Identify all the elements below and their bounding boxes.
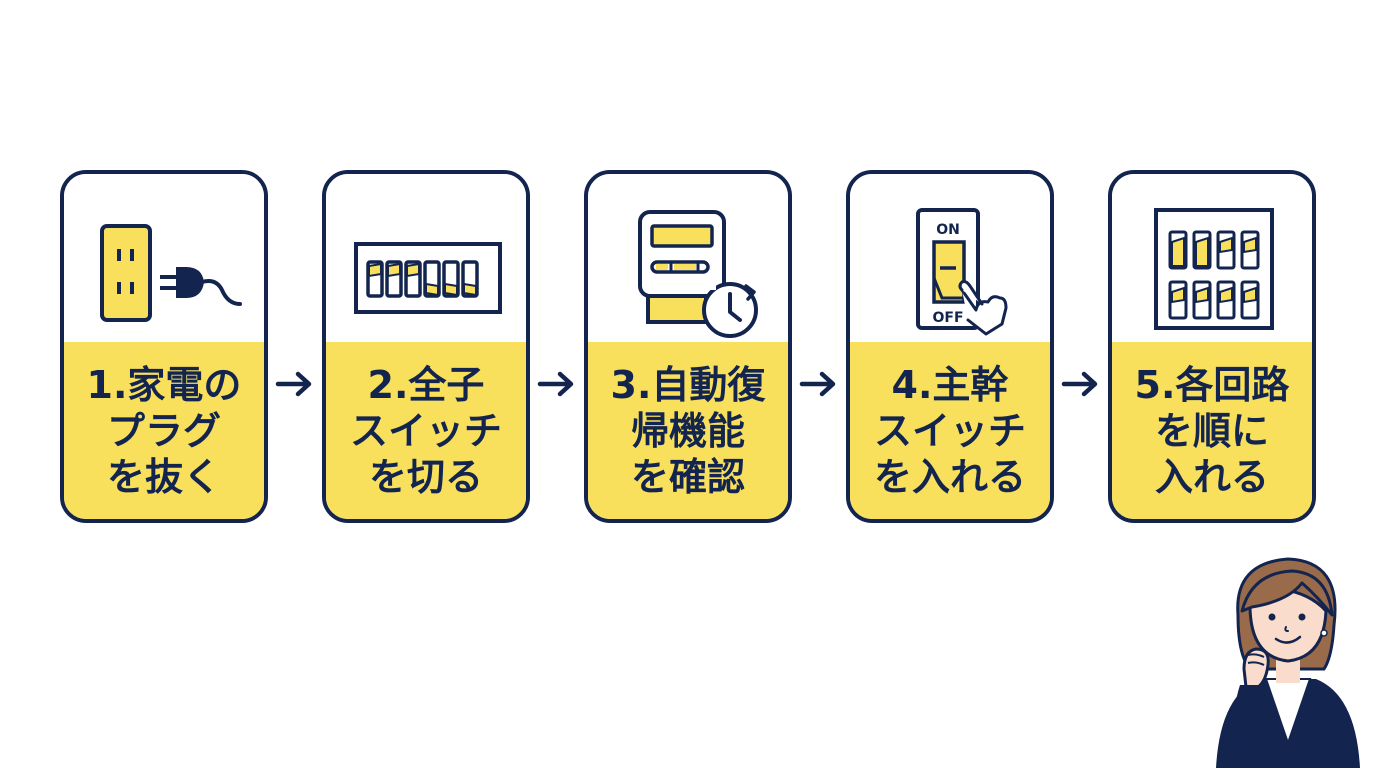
step-4-line-2: スイッチ — [873, 408, 1026, 453]
off-label: OFF — [932, 310, 963, 326]
arrow-right-icon — [537, 371, 574, 397]
step-1-line-1: 1.家電の — [86, 362, 242, 407]
step-5-line-2: を順に — [1154, 408, 1269, 453]
arrow-right-icon — [275, 371, 312, 397]
step-2-line-3: を切る — [368, 454, 483, 499]
step-3-line-1: 3.自動復 — [610, 362, 766, 407]
step-card-4-illustration-area: ON OFF — [850, 174, 1050, 342]
step-card-1-illustration-area — [64, 174, 264, 342]
step-3-line-2: 帰機能 — [630, 408, 745, 453]
step-4-line-3: を入れる — [873, 454, 1026, 499]
step-card-3-label: 3.自動復 帰機能 を確認 — [588, 342, 788, 519]
step-5-line-1: 5.各回路 — [1134, 362, 1290, 407]
step-card-5-label: 5.各回路 を順に 入れる — [1112, 342, 1312, 519]
arrow-right-icon — [1061, 371, 1098, 397]
main-switch-on-hand-icon: ON OFF — [916, 208, 1008, 336]
on-label: ON — [936, 222, 960, 238]
step-card-4-label: 4.主幹 スイッチ を入れる — [850, 342, 1050, 519]
step-1-line-3: を抜く — [106, 454, 221, 499]
step-card-2-label: 2.全子 スイッチ を切る — [326, 342, 526, 519]
step-card-5: 5.各回路 を順に 入れる — [1108, 170, 1316, 523]
step-5-line-3: 入れる — [1154, 454, 1269, 499]
arrow-right-icon — [799, 371, 836, 397]
step-2-line-2: スイッチ — [349, 408, 502, 453]
step-card-1-label: 1.家電の プラグ を抜く — [64, 342, 264, 519]
step-card-2-illustration-area — [326, 174, 526, 342]
step-card-5-illustration-area — [1112, 174, 1312, 342]
step-card-2: 2.全子 スイッチ を切る — [322, 170, 530, 523]
woman-thinking-illustration — [1216, 557, 1360, 768]
step-1-line-2: プラグ — [106, 408, 221, 453]
outlet-and-plug-icon — [100, 224, 242, 322]
breaker-panel-switches-off-icon — [354, 242, 502, 314]
step-card-3: 3.自動復 帰機能 を確認 — [584, 170, 792, 523]
step-card-3-illustration-area — [588, 174, 788, 342]
step-2-line-1: 2.全子 — [367, 362, 485, 407]
breaker-grid-icon — [1154, 208, 1274, 330]
step-card-1: 1.家電の プラグ を抜く — [60, 170, 268, 523]
step-3-line-3: を確認 — [630, 454, 745, 499]
step-4-line-1: 4.主幹 — [891, 362, 1009, 407]
step-card-4: ON OFF 4.主幹 スイッチ を入れる — [846, 170, 1054, 523]
meter-with-clock-icon — [638, 210, 758, 338]
